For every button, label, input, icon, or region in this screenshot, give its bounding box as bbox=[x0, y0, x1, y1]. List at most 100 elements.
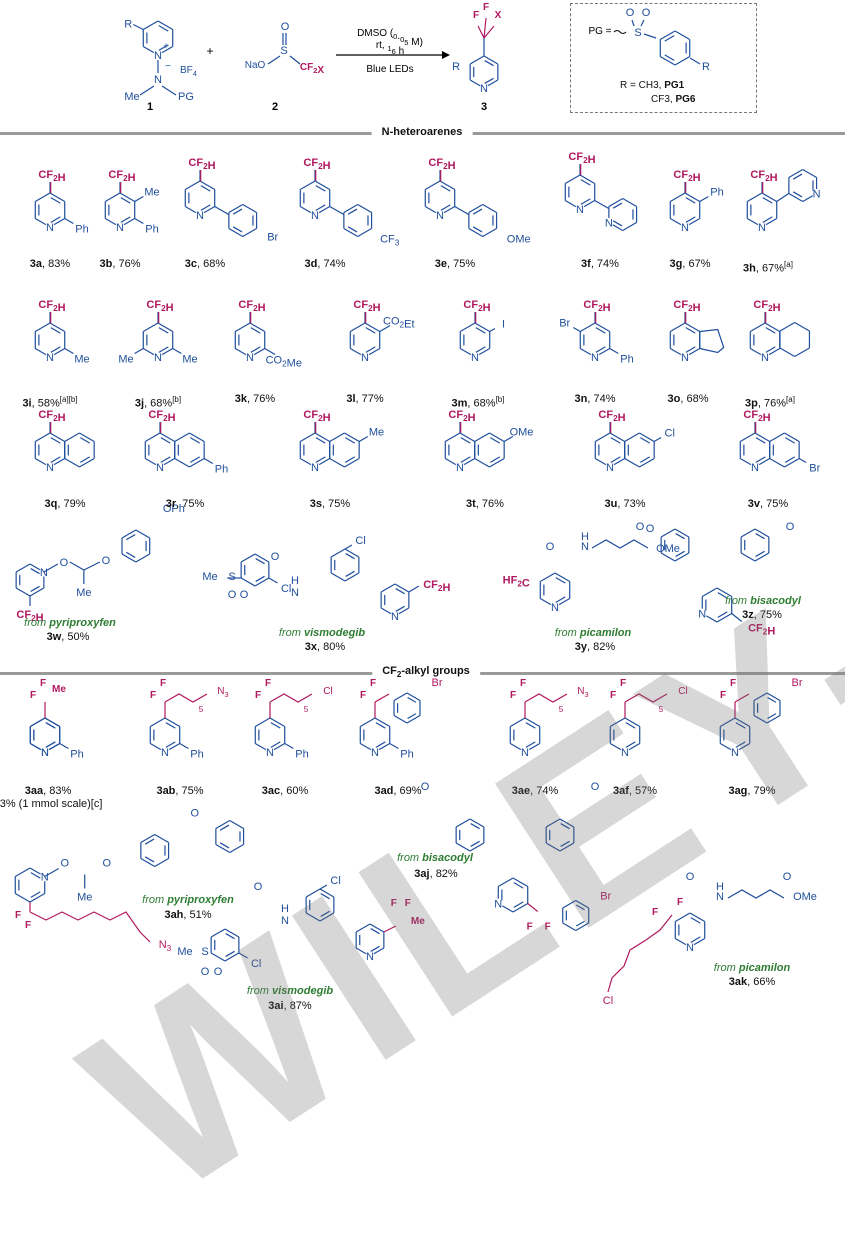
product-x: X bbox=[495, 10, 502, 21]
ph-label: Ph bbox=[190, 749, 203, 761]
compound-yield: , 51% bbox=[183, 909, 212, 921]
compound-id: 3u bbox=[604, 498, 618, 510]
f-label: F bbox=[25, 920, 31, 931]
cl-label: Cl bbox=[665, 428, 675, 440]
ring-nitrogen: N bbox=[41, 747, 49, 759]
ring-bond bbox=[29, 717, 46, 728]
ring-bond bbox=[305, 888, 321, 898]
ring-bond bbox=[502, 905, 514, 913]
pg-group: CF3, bbox=[651, 94, 673, 105]
compound-id: 3ah bbox=[164, 909, 184, 921]
product-f1: F bbox=[473, 10, 479, 21]
compound-label-3x: 3x, 80% bbox=[305, 641, 345, 654]
o-label: O bbox=[190, 808, 199, 820]
ring-nitrogen: N bbox=[266, 747, 274, 759]
r-bond bbox=[133, 23, 144, 31]
cf2h-label: CF2H bbox=[238, 299, 265, 314]
f-label: F bbox=[677, 897, 683, 908]
ring-bond bbox=[184, 180, 201, 191]
ring-nitrogen: N bbox=[246, 352, 254, 364]
chain-count: 5 bbox=[559, 705, 564, 714]
ph-label: Ph bbox=[710, 187, 723, 199]
ring-bond bbox=[224, 952, 240, 962]
f-label: F bbox=[150, 690, 156, 701]
compound-id: 3aa bbox=[24, 785, 44, 797]
o-label: O bbox=[783, 871, 792, 883]
pg-oxygen-2: O bbox=[642, 7, 651, 19]
ring-bond bbox=[444, 432, 461, 443]
substituent-bond bbox=[179, 742, 189, 750]
ring-bond bbox=[224, 928, 240, 938]
compound-yield: , 83% bbox=[43, 785, 72, 797]
me-label: Me bbox=[177, 946, 192, 958]
compound-yield: , 82% bbox=[587, 641, 616, 653]
o-label: O bbox=[228, 589, 237, 601]
ring-bond bbox=[398, 607, 410, 615]
ring-bond bbox=[121, 529, 137, 539]
ring-bond bbox=[474, 457, 490, 468]
ring-bond bbox=[305, 912, 321, 922]
cf2h-label: CF2H bbox=[463, 299, 490, 314]
compound-yield: , 74% bbox=[587, 393, 616, 405]
s-c-bond bbox=[289, 55, 301, 65]
ring-bond bbox=[660, 528, 676, 538]
ring-bond bbox=[161, 45, 174, 54]
me-label: Me bbox=[144, 187, 159, 199]
ring-bond bbox=[761, 192, 778, 203]
compound-label-3ab: 3ab, 75% bbox=[156, 785, 203, 798]
ring-nitrogen: N bbox=[40, 567, 48, 579]
product-f2: F bbox=[483, 2, 489, 13]
compound-id: 3ai bbox=[268, 1000, 284, 1012]
ring-double-bond bbox=[575, 920, 585, 927]
ring-bond bbox=[719, 717, 736, 728]
co2et-label: CO2Et bbox=[383, 316, 415, 331]
compound-label-3k: 3k, 76% bbox=[235, 393, 275, 406]
ring-nitrogen: N bbox=[681, 222, 689, 234]
from-word: from bbox=[554, 627, 580, 639]
ring-bond bbox=[608, 197, 624, 208]
ring-double-bond bbox=[158, 327, 169, 334]
ring-bond bbox=[210, 952, 226, 962]
fused-ring bbox=[699, 328, 725, 354]
protecting-group-box bbox=[570, 3, 757, 113]
charge-minus: − bbox=[165, 61, 171, 72]
compound-id: 3b bbox=[99, 258, 113, 270]
ring-double-bond bbox=[250, 327, 261, 334]
compound-yield: , 74% bbox=[530, 785, 559, 797]
br-label: Br bbox=[792, 677, 803, 689]
ring-nitrogen: N bbox=[154, 50, 162, 62]
ring-bond bbox=[487, 79, 499, 87]
compound-id: 3j bbox=[134, 397, 145, 410]
ring-bond bbox=[575, 899, 590, 909]
ph-label: Ph bbox=[215, 464, 228, 476]
f-label: F bbox=[265, 678, 271, 689]
drug-name: bisacodyl bbox=[750, 595, 801, 607]
ring-double-bond bbox=[484, 60, 494, 67]
ring-bond bbox=[374, 717, 391, 728]
ome-label: OMe bbox=[507, 234, 531, 246]
o-label: O bbox=[686, 871, 695, 883]
ring-double-bond bbox=[30, 872, 41, 879]
compound-yield: , 60% bbox=[280, 785, 309, 797]
ring-bond bbox=[469, 842, 485, 852]
n-label: N bbox=[281, 915, 289, 927]
ring-bond bbox=[144, 457, 157, 466]
compound-yield: , 50% bbox=[61, 631, 90, 643]
s-aryl-bond bbox=[643, 33, 657, 39]
chain-end-label: Cl bbox=[678, 686, 687, 697]
cf2h-label: CF2H bbox=[673, 299, 700, 314]
ring-bond bbox=[273, 742, 286, 751]
ring-bond bbox=[554, 572, 571, 583]
ring-bond bbox=[269, 717, 286, 728]
compound-label-3l: 3l, 77% bbox=[346, 393, 383, 406]
ring-bond bbox=[583, 199, 596, 208]
ring-double-bond bbox=[664, 35, 675, 42]
condition-solvent: DMSO (0.05 M) bbox=[357, 28, 423, 48]
ring-bond bbox=[344, 548, 360, 558]
ring-bond bbox=[154, 857, 169, 868]
ring-bond bbox=[15, 587, 31, 597]
ring-bond bbox=[766, 714, 781, 724]
compound-yield: , 67% bbox=[682, 258, 711, 270]
compound-id: 3n bbox=[574, 393, 588, 405]
f-label: F bbox=[730, 678, 736, 689]
